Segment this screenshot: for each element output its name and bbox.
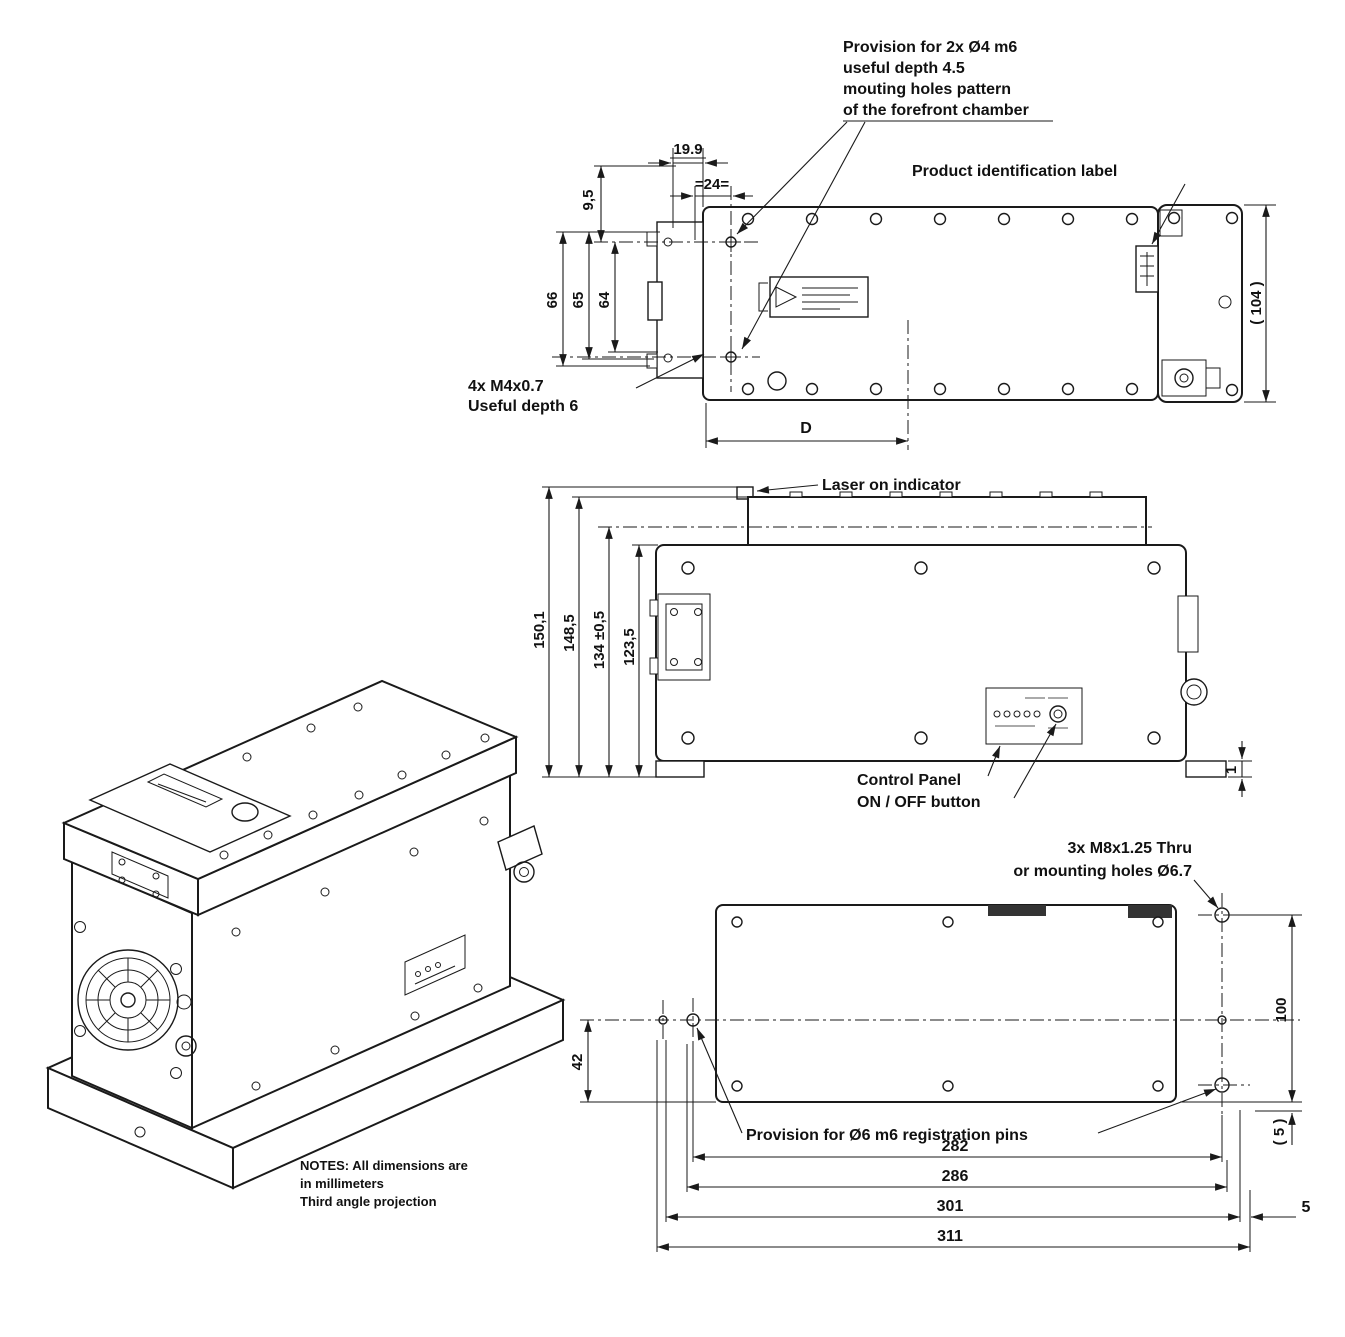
- side-screws: [681, 561, 1161, 745]
- laser-indicator-note: Laser on indicator: [822, 477, 961, 494]
- side-view-annotations: Laser on indicator Control Panel ON / OF…: [756, 477, 1057, 811]
- m4-note-line1: 4x M4x0.7: [468, 378, 544, 395]
- dim-5: 5: [1302, 1199, 1311, 1216]
- on-off-button: [1049, 705, 1067, 723]
- warning-label: [758, 276, 869, 318]
- panel-led: [1023, 710, 1031, 718]
- dim-301: 301: [937, 1198, 964, 1215]
- dim-24: =24=: [695, 176, 729, 193]
- bottom-view-geometry: [580, 893, 1300, 1115]
- iso-side-label: [404, 934, 466, 996]
- bottom-view-dimensions: 42 100 ( 5 ) 282 286: [569, 914, 1311, 1252]
- provision-note-line1: Provision for 2x Ø4 m6: [843, 39, 1017, 56]
- dim-9-5: 9,5: [580, 190, 597, 211]
- panel-led: [993, 710, 1001, 718]
- top-view: 19.9 =24= 9,5 66 65 64: [468, 39, 1276, 450]
- registration-pins-note: Provision for Ø6 m6 registration pins: [746, 1127, 1028, 1144]
- m4-note-line2: Useful depth 6: [468, 398, 578, 415]
- provision-note-line4: of the forefront chamber: [843, 102, 1029, 119]
- dim-123-5: 123,5: [621, 628, 638, 666]
- iso-top-label: [146, 773, 224, 808]
- screw-holes-bottom-edge: [741, 382, 1139, 396]
- notes-line3: Third angle projection: [300, 1194, 437, 1209]
- dim-311: 311: [937, 1228, 963, 1245]
- iso-front-connectors: [175, 994, 197, 1057]
- iso-front-chamber-plate: [88, 763, 292, 853]
- notes-line2: in millimeters: [300, 1176, 384, 1191]
- panel-led: [1003, 710, 1011, 718]
- side-view-geometry: [598, 486, 1227, 778]
- iso-rear-connector: [497, 825, 543, 883]
- dim-150-1: 150,1: [531, 611, 548, 649]
- side-view: 150,1 148,5 134 ±0,5 123,5 1 Laser on in…: [531, 477, 1252, 811]
- on-off-note: ON / OFF button: [857, 794, 981, 811]
- dim-286: 286: [942, 1168, 969, 1185]
- dim-5-ref: ( 5 ): [1271, 1119, 1288, 1146]
- bottom-view: 42 100 ( 5 ) 282 286: [569, 840, 1311, 1252]
- panel-led: [1013, 710, 1021, 718]
- dim-134: 134 ±0,5: [591, 611, 608, 669]
- provision-note-line2: useful depth 4.5: [843, 60, 965, 77]
- product-id-label: [1135, 245, 1159, 293]
- dim-d: D: [800, 420, 812, 437]
- side-view-dimensions: 150,1 148,5 134 ±0,5 123,5 1: [531, 486, 1252, 797]
- iso-mounting-bracket: [111, 851, 169, 899]
- panel-led: [1033, 710, 1041, 718]
- dim-100: 100: [1273, 997, 1290, 1022]
- dim-64: 64: [596, 291, 613, 308]
- dim-42: 42: [569, 1054, 586, 1071]
- rear-connector-round: [1177, 595, 1208, 706]
- top-view-dimensions: 19.9 =24= 9,5 66 65 64: [544, 141, 1276, 448]
- iso-top-button: [231, 802, 259, 822]
- iso-side-screws: [231, 816, 489, 1091]
- m8-mounting-holes: [1214, 907, 1230, 1093]
- dim-148-5: 148,5: [561, 614, 578, 652]
- dim-104: ( 104 ): [1248, 281, 1265, 324]
- m8-note-line1: 3x M8x1.25 Thru: [1068, 840, 1193, 857]
- dim-66: 66: [544, 292, 561, 309]
- dim-65: 65: [570, 292, 587, 309]
- notes: NOTES: All dimensions are in millimeters…: [300, 1158, 468, 1209]
- dim-19-9: 19.9: [673, 141, 702, 158]
- iso-lid-screws: [219, 702, 490, 860]
- registration-pin-holes: [658, 1013, 700, 1027]
- product-label-note: Product identification label: [912, 163, 1117, 180]
- iso-fan: [74, 921, 182, 1079]
- provision-note-line3: mouting holes pattern: [843, 81, 1011, 98]
- dim-1: 1: [1223, 766, 1240, 774]
- front-connector-block: [649, 593, 711, 681]
- notes-line1: NOTES: All dimensions are: [300, 1158, 468, 1173]
- bottom-screws: [731, 916, 1164, 1092]
- top-button: [767, 371, 787, 391]
- top-view-annotations: Provision for 2x Ø4 m6 useful depth 4.5 …: [468, 39, 1186, 415]
- control-panel: [985, 687, 1083, 745]
- isometric-view: [45, 679, 566, 1190]
- m8-note-line2: or mounting holes Ø6.7: [1013, 863, 1192, 880]
- bottom-view-annotations: 3x M8x1.25 Thru or mounting holes Ø6.7 P…: [696, 840, 1219, 1144]
- control-panel-note: Control Panel: [857, 772, 961, 789]
- dim-282: 282: [942, 1138, 969, 1155]
- top-view-geometry: [552, 186, 1243, 450]
